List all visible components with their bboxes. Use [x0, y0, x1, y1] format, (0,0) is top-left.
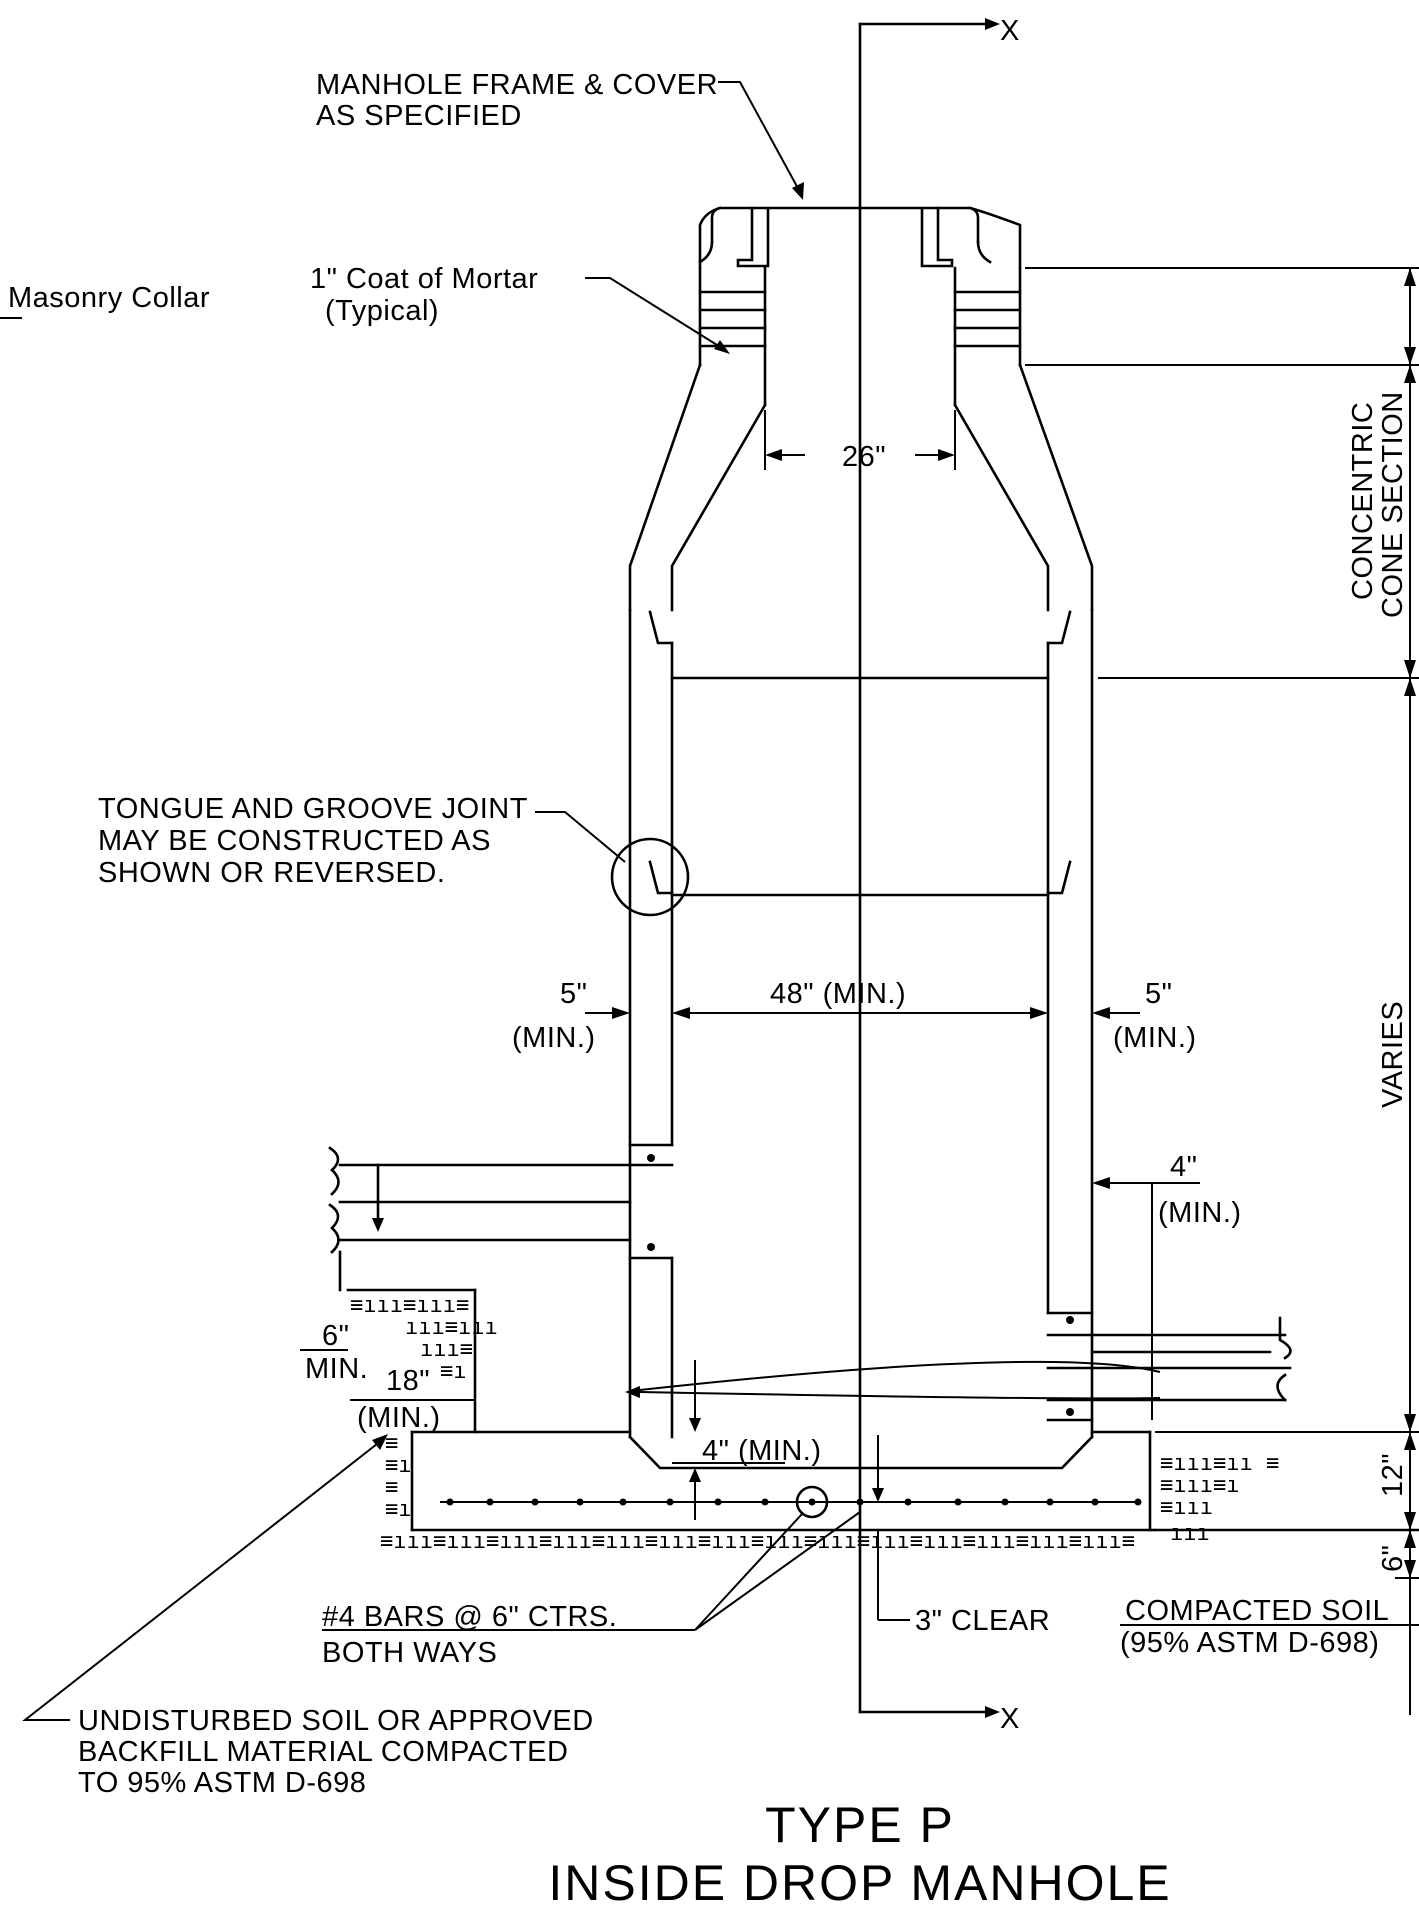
section-marker-top: X: [1000, 15, 1020, 47]
svg-text:≡ı: ≡ı: [385, 1453, 412, 1478]
right-wall-min: (MIN.): [1113, 1022, 1197, 1054]
clear-cover-label: 3" CLEAR: [915, 1605, 1050, 1637]
notes: MANHOLE FRAME & COVER AS SPECIFIED Mason…: [0, 69, 1419, 1799]
note-frame-cover-2: AS SPECIFIED: [316, 100, 522, 132]
outlet-pipe: [625, 1311, 1292, 1422]
note-undisturbed-3: TO 95% ASTM D-698: [78, 1767, 366, 1799]
note-bars-2: BOTH WAYS: [322, 1637, 497, 1669]
note-tongue-3: SHOWN OR REVERSED.: [98, 857, 445, 889]
note-soil-2: (95% ASTM D-698): [1120, 1627, 1379, 1659]
inside-diameter-dimension: 48" (MIN.): [770, 978, 906, 1010]
svg-text:≡ııı≡ııı≡: ≡ııı≡ııı≡: [350, 1293, 469, 1318]
subbase-hatch: ≡ııı≡ııı≡ııı≡ııı≡ııı≡ııı≡ııı≡ııı≡ııı≡ııı…: [380, 1529, 1135, 1554]
note-bars-1: #4 BARS @ 6" CTRS.: [322, 1601, 617, 1633]
note-soil-1: COMPACTED SOIL: [1125, 1595, 1389, 1627]
section-line: X X: [858, 15, 1020, 1735]
grade-rings: [698, 266, 1022, 407]
bench-dimension: 4" (MIN.): [702, 1435, 822, 1467]
title-line-1: TYPE P: [765, 1797, 955, 1853]
note-tongue-1: TONGUE AND GROOVE JOINT: [98, 793, 528, 825]
horizontal-dimensions: 26" 48" (MIN.) 5" (MIN.) 5" (MIN.) 4" (M…: [300, 410, 1242, 1637]
right-wall-dimension: 5": [1145, 978, 1172, 1010]
svg-text:ııı≡: ııı≡: [420, 1337, 473, 1362]
pipe-wall-dimension: 4": [1170, 1151, 1197, 1183]
note-frame-cover-1: MANHOLE FRAME & COVER: [316, 69, 718, 101]
encase-side-dimension: 18": [386, 1365, 430, 1397]
base-thickness-label: 12": [1377, 1453, 1409, 1497]
note-undisturbed-1: UNDISTURBED SOIL OR APPROVED: [78, 1705, 594, 1737]
svg-text:≡ııı≡ıı ≡: ≡ııı≡ıı ≡: [1160, 1451, 1279, 1476]
svg-text:≡: ≡: [385, 1475, 398, 1500]
title-line-2: INSIDE DROP MANHOLE: [548, 1855, 1171, 1910]
subbase-thickness-label: 6": [1377, 1545, 1409, 1572]
svg-text:≡ııı≡ı: ≡ııı≡ı: [1160, 1473, 1239, 1498]
frame-and-cover: [698, 206, 1022, 270]
pipe-wall-min: (MIN.): [1158, 1197, 1242, 1229]
drawing-title: TYPE P INSIDE DROP MANHOLE: [548, 1797, 1171, 1910]
svg-text:≡: ≡: [385, 1431, 398, 1456]
note-mortar-1: 1" Coat of Mortar: [310, 263, 538, 295]
encase-top-min: MIN.: [305, 1353, 368, 1385]
cone-label-2: CONE SECTION: [1377, 391, 1409, 618]
concentric-cone: [628, 363, 1094, 680]
encase-top-dimension: 6": [322, 1320, 349, 1352]
svg-text:ııı≡ııı: ııı≡ııı: [405, 1315, 498, 1340]
base-slab: ≡ııı≡ııı≡ııı≡ııı≡ııı≡ııı≡ııı≡ııı≡ııı≡ııı…: [380, 1430, 1419, 1554]
note-undisturbed-2: BACKFILL MATERIAL COMPACTED: [78, 1736, 568, 1768]
svg-text:≡ı: ≡ı: [440, 1359, 467, 1384]
drop-pipe-inlet: [328, 1143, 674, 1439]
note-tongue-2: MAY BE CONSTRUCTED AS: [98, 825, 491, 857]
encase-side-min: (MIN.): [357, 1402, 441, 1434]
left-wall-min: (MIN.): [512, 1022, 596, 1054]
pipe-encasement: ≡ııı≡ııı≡ ııı≡ııı ııı≡ ≡ı: [346, 1288, 498, 1434]
cone-label-1: CONCENTRIC: [1347, 402, 1379, 600]
varies-label: VARIES: [1377, 1001, 1409, 1108]
svg-text:≡ııı: ≡ııı: [1160, 1495, 1213, 1520]
rebar-dots: [446, 1498, 1142, 1506]
note-masonry-collar: Masonry Collar: [8, 282, 210, 314]
svg-text:ııı: ııı: [1170, 1521, 1210, 1546]
opening-dimension: 26": [842, 441, 886, 473]
note-mortar-2: (Typical): [325, 295, 439, 327]
vertical-dimensions: CONCENTRIC CONE SECTION VARIES 12" 6": [1025, 267, 1419, 1715]
barrel-walls: [610, 608, 1094, 1439]
section-marker-bottom: X: [1000, 1703, 1020, 1735]
left-wall-dimension: 5": [560, 978, 587, 1010]
svg-text:≡ı: ≡ı: [385, 1497, 412, 1522]
